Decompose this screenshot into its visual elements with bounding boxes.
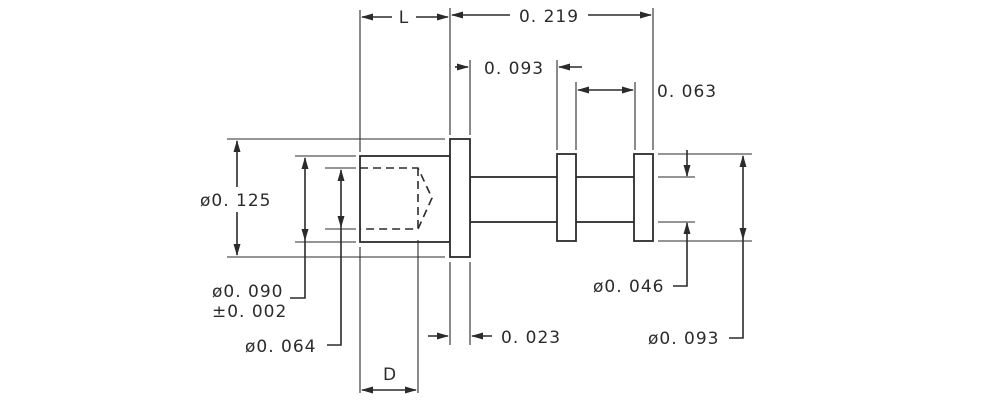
label-total-length: 0. 219 — [519, 7, 579, 27]
extension-lines — [227, 8, 752, 393]
label-l: L — [399, 8, 409, 28]
pin-shaft — [469, 176, 641, 223]
dimension-lines — [233, 11, 747, 394]
head-flange — [449, 138, 471, 258]
label-flange-gap: 0. 063 — [657, 82, 717, 102]
label-dia-bore: ø0. 090 — [212, 282, 283, 302]
part-outline — [359, 138, 654, 258]
dimension-labels: L 0. 219 0. 093 0. 063 ø0. 125 ø0. 090 ±… — [200, 7, 719, 385]
label-depth-d: D — [383, 365, 397, 385]
label-bore-tolerance: ±0. 002 — [212, 302, 287, 322]
label-head-to-flange: 0. 093 — [484, 59, 544, 79]
label-dia-inner: ø0. 064 — [245, 337, 316, 357]
end-flange — [633, 153, 654, 242]
socket-body — [359, 155, 451, 243]
label-head-thickness: 0. 023 — [501, 328, 561, 348]
middle-flange — [556, 153, 577, 242]
hidden-bore — [360, 167, 433, 230]
label-dia-pin: ø0. 046 — [593, 277, 664, 297]
label-dia-body: ø0. 125 — [200, 191, 271, 211]
label-dia-flange: ø0. 093 — [648, 329, 719, 349]
